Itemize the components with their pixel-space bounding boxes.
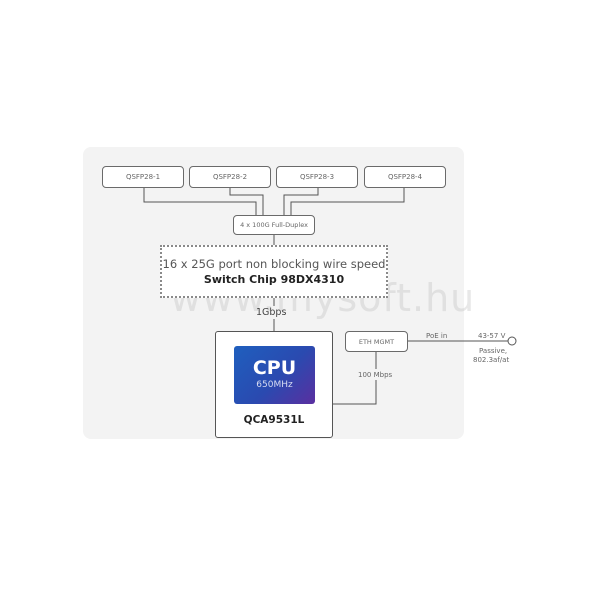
- power-standard-line1: Passive,: [479, 347, 508, 355]
- eth-mgmt-box: ETH MGMT: [345, 331, 408, 352]
- connector-port-4: [290, 188, 405, 215]
- switch-description: 16 x 25G port non blocking wire speed: [162, 256, 386, 271]
- eth-speed-label: 100 Mbps: [358, 371, 393, 379]
- cpu-frequency: 650MHz: [256, 380, 293, 390]
- voltage-label: 43-57 V: [478, 332, 506, 340]
- port-qsfp28-3: QSFP28-3: [276, 166, 358, 188]
- switch-name: Switch Chip 98DX4310: [203, 272, 345, 286]
- connector-eth-cpu-lower: [333, 380, 377, 405]
- connector-port-3: [283, 188, 319, 215]
- cpu-module-box: CPU 650MHz QCA9531L: [215, 331, 333, 438]
- port-qsfp28-4: QSFP28-4: [364, 166, 446, 188]
- cpu-chip: CPU 650MHz: [234, 346, 315, 404]
- connector-port-1: [143, 188, 257, 215]
- power-terminal-icon: [507, 336, 517, 346]
- connector-port-2: [229, 188, 264, 215]
- uplink-speed-label: 1Gbps: [256, 307, 287, 318]
- cpu-title: CPU: [252, 357, 297, 379]
- cpu-model: QCA9531L: [243, 414, 305, 426]
- poe-label: PoE in: [426, 332, 448, 340]
- aggregator-box: 4 x 100G Full-Duplex: [233, 215, 315, 235]
- port-qsfp28-1: QSFP28-1: [102, 166, 184, 188]
- switch-chip-box: 16 x 25G port non blocking wire speed Sw…: [160, 245, 388, 298]
- port-qsfp28-2: QSFP28-2: [189, 166, 271, 188]
- power-standard-line2: 802.3af/at: [473, 356, 510, 364]
